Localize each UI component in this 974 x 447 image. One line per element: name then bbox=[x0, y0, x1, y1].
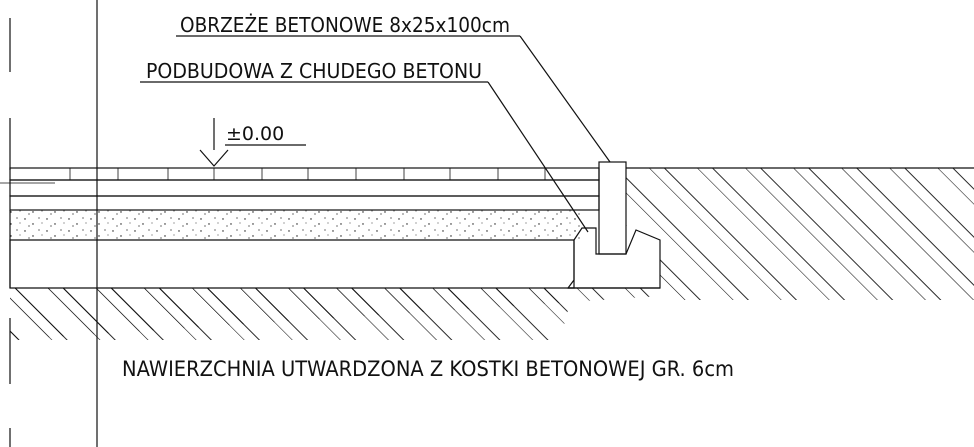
curb-haunch bbox=[566, 227, 661, 289]
paving-layer bbox=[9, 167, 600, 181]
soil-band bbox=[10, 288, 574, 340]
sub-layer bbox=[9, 195, 600, 211]
leader-curb bbox=[176, 35, 611, 163]
leader-base bbox=[140, 81, 589, 233]
bedding-layer bbox=[9, 179, 600, 197]
lean-concrete-base bbox=[9, 239, 575, 289]
level-marker bbox=[199, 118, 306, 167]
surface-label: NAWIERZCHNIA UTWARDZONA Z KOSTKI BETONOW… bbox=[122, 357, 734, 381]
curb-label: OBRZEŻE BETONOWE 8x25x100cm bbox=[180, 13, 510, 37]
base-label: PODBUDOWA Z CHUDEGO BETONU bbox=[146, 59, 482, 83]
soil-right bbox=[626, 168, 974, 300]
aggregate-layer bbox=[10, 210, 582, 240]
paving-joints bbox=[69, 168, 546, 180]
concrete-curb bbox=[598, 161, 627, 255]
level-label: ±0.00 bbox=[226, 123, 284, 145]
